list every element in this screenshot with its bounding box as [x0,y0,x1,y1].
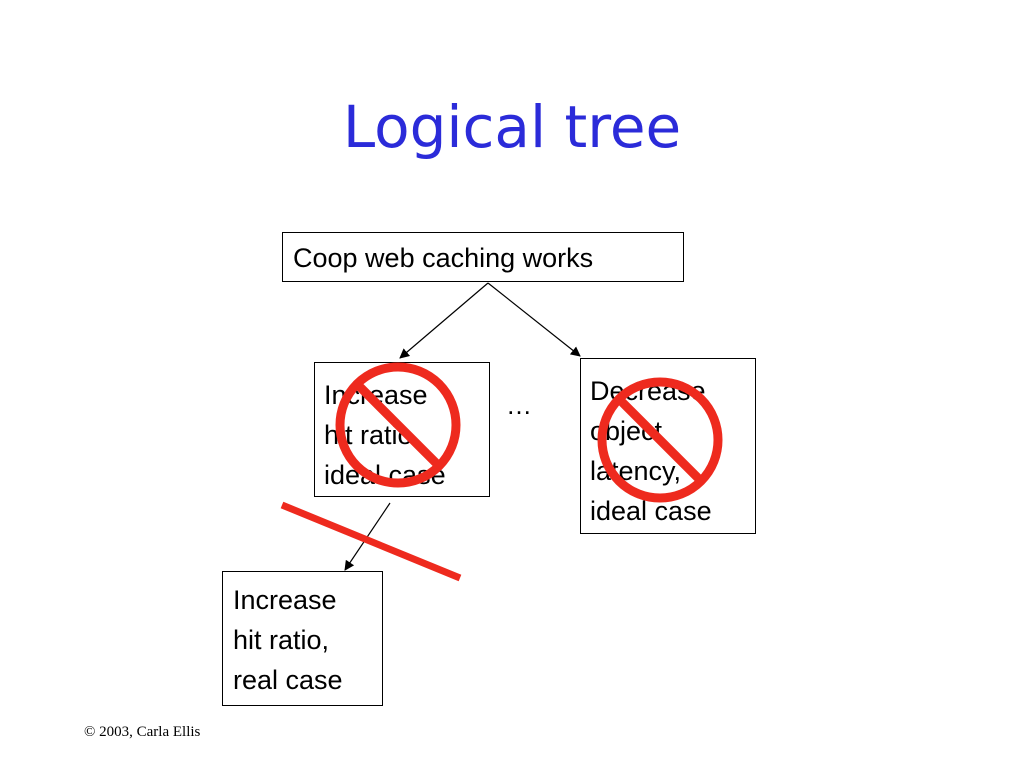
node-hit-ratio-real-line: hit ratio, [233,625,330,655]
node-latency-ideal: Decrease object latency, ideal case [580,358,756,534]
node-hit-ratio-real-line: Increase [233,585,337,615]
ellipsis: … [506,390,532,420]
node-root-line: Coop web caching works [293,243,594,273]
strike-line [280,501,462,582]
prohibited-icon [335,362,461,488]
copyright-footer: © 2003, Carla Ellis [84,724,201,740]
slide-title: Logical tree [342,93,682,161]
prohibited-icon [597,377,723,503]
node-hit-ratio-real: Increase hit ratio, real case [222,571,383,706]
node-root: Coop web caching works [282,232,684,282]
edge-root-to-hit-ideal [399,282,489,359]
edge-root-to-latency [487,282,581,357]
node-hit-ratio-real-line: real case [233,665,343,695]
